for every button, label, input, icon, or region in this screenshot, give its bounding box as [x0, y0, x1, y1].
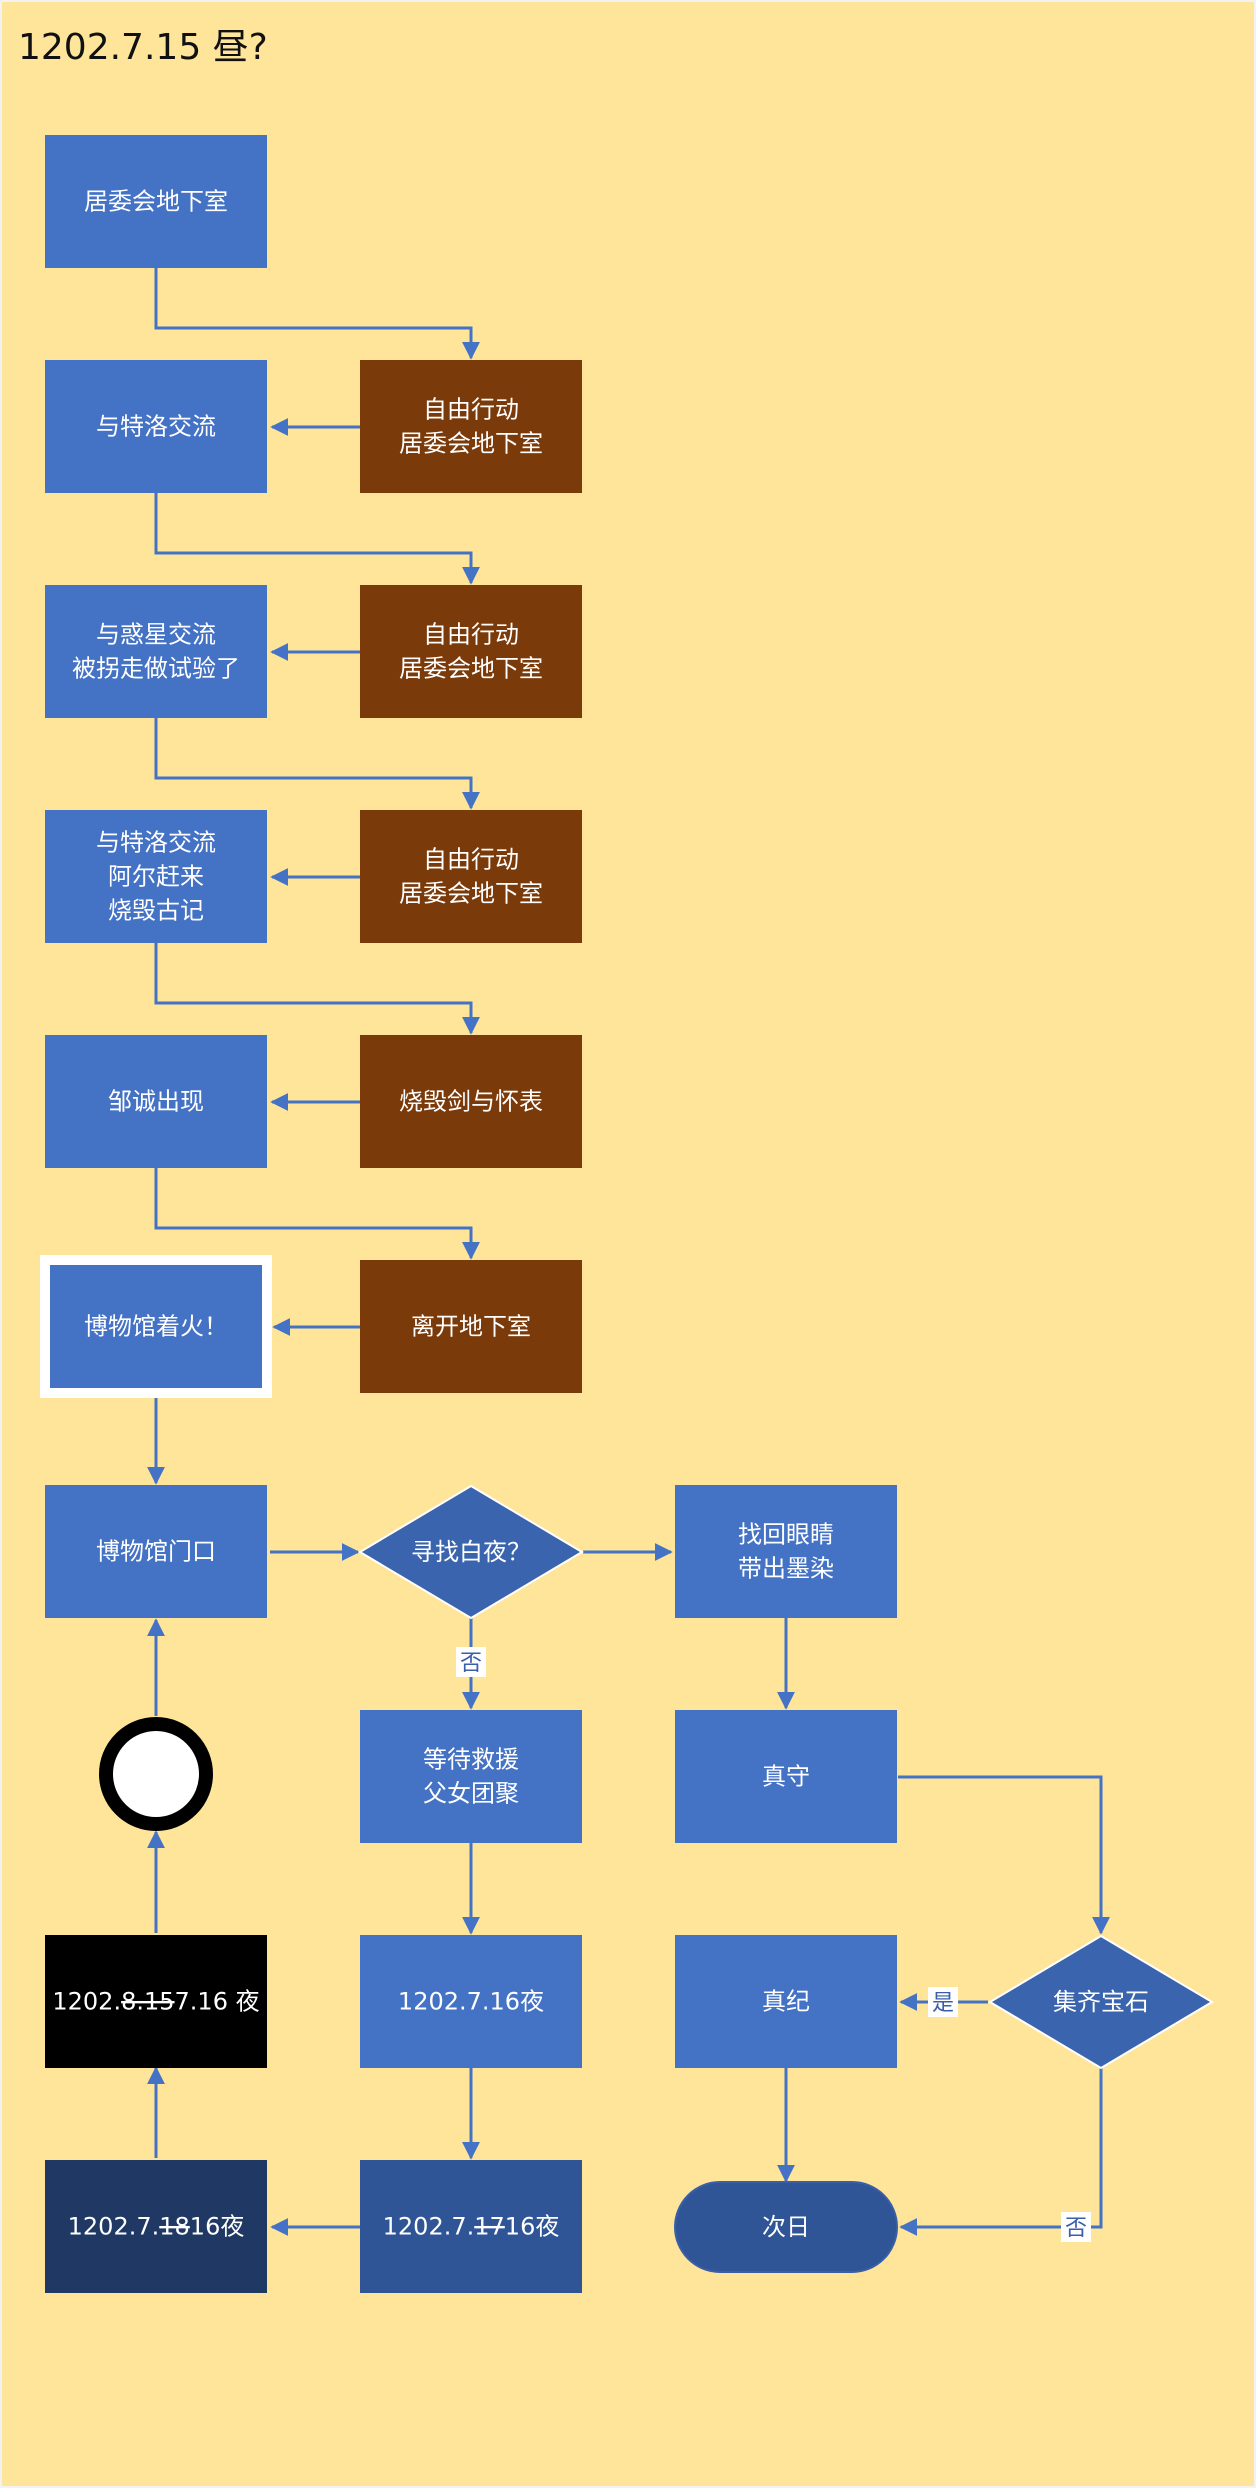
- page-title: 1202.7.15 昼?: [18, 27, 268, 68]
- node-juwei1: 居委会地下室: [45, 135, 267, 268]
- node-label: 博物馆着火！: [84, 1313, 228, 1341]
- node-label: 离开地下室: [411, 1313, 531, 1341]
- node-label: 带出墨染: [738, 1555, 834, 1583]
- edge-zhenshou-to-gems: [898, 1775, 1110, 1935]
- process-box: [360, 1935, 582, 2068]
- node-label: 阿尔赶来: [108, 863, 204, 891]
- node-label: 1202.7.1816夜: [68, 2213, 245, 2241]
- process-box: [360, 1260, 582, 1393]
- node-label: 与特洛交流: [96, 413, 216, 441]
- node-label: 1202.7.1716夜: [383, 2213, 560, 2241]
- process-box: [45, 1485, 267, 1618]
- struck-text: 8.15: [121, 1988, 174, 2016]
- node-label: 自由行动: [423, 396, 519, 424]
- node-fire: 博物馆着火！: [40, 1255, 272, 1398]
- process-box: [360, 2160, 582, 2293]
- svg-text:否: 否: [460, 1651, 482, 1676]
- node-label: 与特洛交流: [96, 829, 216, 857]
- struck-text: 18: [159, 2213, 190, 2241]
- node-label: 博物馆门口: [96, 1538, 216, 1566]
- node-label: 邹诚出现: [108, 1088, 204, 1116]
- process-box: [675, 1935, 897, 2068]
- node-label: 真纪: [762, 1988, 810, 2016]
- node-label: 父女团聚: [423, 1780, 519, 1808]
- edge-gems-to-nextday: [899, 2068, 1103, 2236]
- process-box: [360, 360, 582, 493]
- process-box: [675, 1710, 897, 1843]
- node-label: 找回眼睛: [738, 1521, 834, 1549]
- node-label: 集齐宝石: [1053, 1988, 1149, 2016]
- svg-text:是: 是: [932, 1991, 954, 2016]
- edge-telo1-to-free2: [154, 493, 480, 585]
- process-box: [45, 810, 267, 943]
- node-label: 居委会地下室: [399, 655, 543, 683]
- node-zhenji: 真纪: [675, 1935, 897, 2068]
- node-zhenshou: 真守: [675, 1710, 897, 1843]
- process-box: [45, 1935, 267, 2068]
- svg-text:否: 否: [1065, 2216, 1087, 2241]
- decision-diamond: [988, 1934, 1214, 2070]
- node-label: 居委会地下室: [399, 880, 543, 908]
- process-box: [45, 2160, 267, 2293]
- process-box: [45, 360, 267, 493]
- process-box: [360, 585, 582, 718]
- node-night18: 1202.7.1816夜: [45, 2160, 267, 2293]
- node-zoucheng: 邹诚出现: [45, 1035, 267, 1168]
- process-box: [360, 1035, 582, 1168]
- node-nextday: 次日: [674, 2181, 898, 2273]
- process-box: [360, 810, 582, 943]
- node-label: 被拐走做试验了: [72, 655, 240, 683]
- node-label: 真守: [762, 1763, 810, 1791]
- node-label: 烧毁古记: [108, 897, 204, 925]
- node-label: 自由行动: [423, 846, 519, 874]
- struck-text: 17: [474, 2213, 505, 2241]
- node-label: 寻找白夜？: [411, 1538, 531, 1566]
- node-label: 居委会地下室: [399, 430, 543, 458]
- node-night716: 1202.7.16夜: [360, 1935, 582, 2068]
- process-box: [360, 1710, 582, 1843]
- node-leave: 离开地下室: [360, 1260, 582, 1393]
- node-label: 居委会地下室: [84, 188, 228, 216]
- node-label: 等待救援: [423, 1746, 519, 1774]
- node-label: 1202.7.16夜: [398, 1988, 544, 2016]
- nodes: 居委会地下室与特洛交流自由行动居委会地下室与惑星交流被拐走做试验了自由行动居委会…: [40, 135, 1214, 2293]
- process-box: [675, 1485, 897, 1618]
- node-label: 1202.8.157.16 夜: [52, 1988, 259, 2016]
- node-baiye: 寻找白夜？: [358, 1484, 584, 1620]
- node-label: 烧毁剑与怀表: [399, 1088, 543, 1116]
- edge-huoxing-to-free3: [154, 718, 480, 810]
- node-label: 自由行动: [423, 621, 519, 649]
- process-box: [40, 1255, 272, 1398]
- edge-label-no-gems: 否: [1061, 2212, 1091, 2242]
- edge-label-no-baiye: 否: [456, 1647, 486, 1677]
- edge-zoucheng-to-leave: [154, 1168, 480, 1260]
- process-box: [45, 1035, 267, 1168]
- edge-juwei-to-free1: [154, 268, 480, 360]
- process-box: [45, 585, 267, 718]
- node-gate: 博物馆门口: [45, 1485, 267, 1618]
- edge-label-yes-gems: 是: [928, 1987, 958, 2017]
- process-box: [45, 135, 267, 268]
- edges: [147, 268, 1110, 2236]
- node-shaohui: 烧毁剑与怀表: [360, 1035, 582, 1168]
- node-telo1: 与特洛交流: [45, 360, 267, 493]
- node-label: 与惑星交流: [96, 621, 216, 649]
- decision-diamond: [358, 1484, 584, 1620]
- node-night17: 1202.7.1716夜: [360, 2160, 582, 2293]
- node-label: 次日: [762, 2213, 810, 2241]
- edge-telo2-to-shaohui: [154, 943, 480, 1035]
- connector-circle: [99, 1717, 213, 1831]
- node-night816: 1202.8.157.16 夜: [45, 1935, 267, 2068]
- node-gems: 集齐宝石: [988, 1934, 1214, 2070]
- terminator-shape: [674, 2181, 898, 2273]
- edge-labels: 否 是 否: [456, 1647, 1091, 2242]
